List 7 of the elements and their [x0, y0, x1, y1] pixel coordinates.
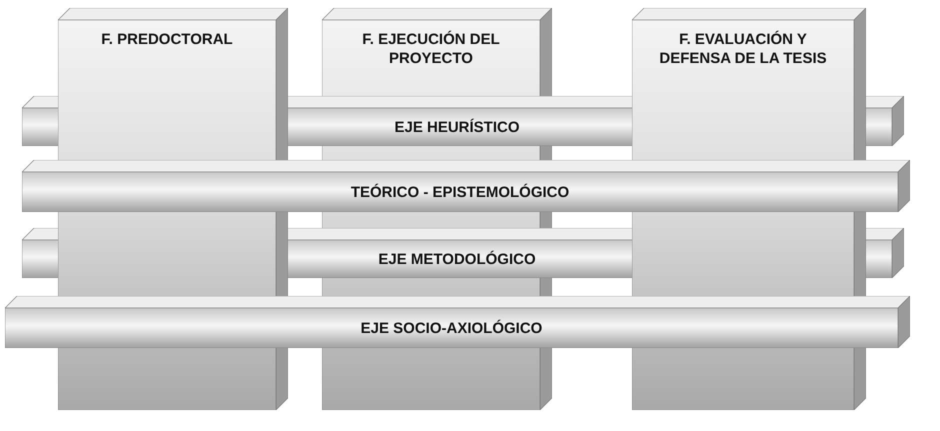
bar-label: EJE HEURÍSTICO [393, 118, 521, 136]
bar-label: TEÓRICO - EPISTEMOLÓGICO [350, 182, 570, 202]
column-title: F. PREDOCTORAL [100, 30, 234, 49]
bar-label: EJE SOCIO-AXIOLÓGICO [360, 318, 544, 338]
column-title: F. EJECUCIÓN DEL PROYECTO [361, 30, 501, 68]
bar-label: EJE METODOLÓGICO [377, 250, 537, 268]
column-title: F. EVALUACIÓN Y DEFENSA DE LA TESIS [658, 30, 828, 68]
